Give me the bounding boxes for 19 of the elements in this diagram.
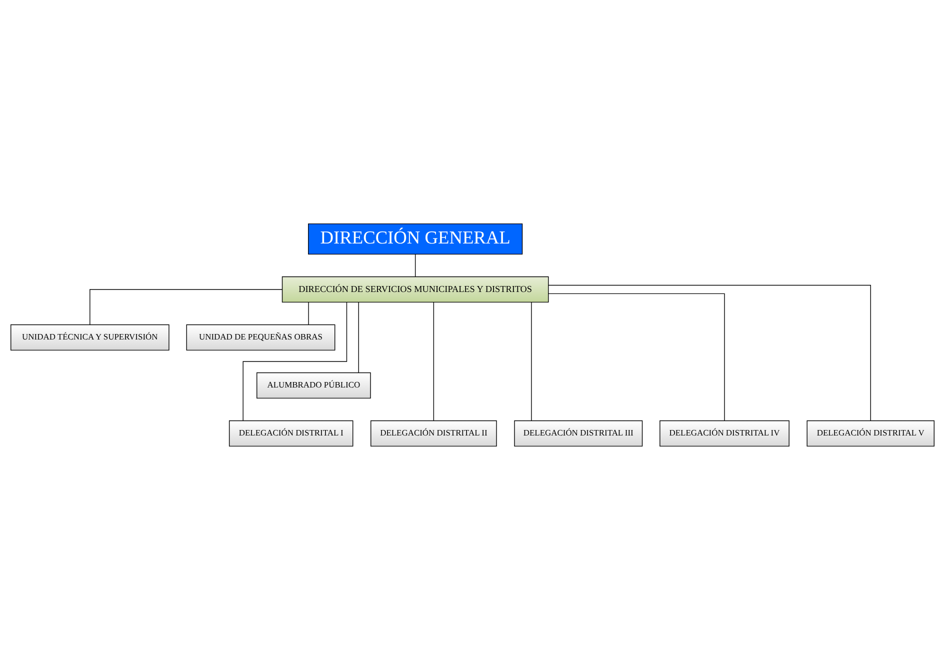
- node-box: DELEGACIÓN DISTRITAL III: [514, 420, 643, 447]
- node-box: DIRECCIÓN DE SERVICIOS MUNICIPALES Y DISTRITOS: [282, 276, 549, 303]
- node-box: DELEGACIÓN DISTRITAL I: [228, 420, 354, 447]
- connector: [548, 293, 725, 421]
- node-box: UNIDAD DE PEQUEÑAS OBRAS: [186, 324, 336, 351]
- node-box: DELEGACIÓN DISTRITAL IV: [660, 420, 790, 447]
- node-box: ALUMBRADO PÚBLICO: [256, 372, 371, 399]
- connector: [242, 302, 348, 421]
- connector: [90, 289, 283, 325]
- connector: [414, 254, 416, 277]
- node-box: DELEGACIÓN DISTRITAL V: [806, 420, 934, 447]
- connector: [531, 302, 532, 422]
- connector: [308, 302, 309, 325]
- connector: [358, 302, 359, 374]
- node-box: DELEGACIÓN DISTRITAL II: [370, 420, 497, 447]
- node-box: DIRECCIÓN GENERAL: [308, 223, 523, 255]
- connector: [548, 284, 871, 421]
- node-box: UNIDAD TÉCNICA Y SUPERVISIÓN: [10, 324, 170, 351]
- connector: [433, 302, 434, 422]
